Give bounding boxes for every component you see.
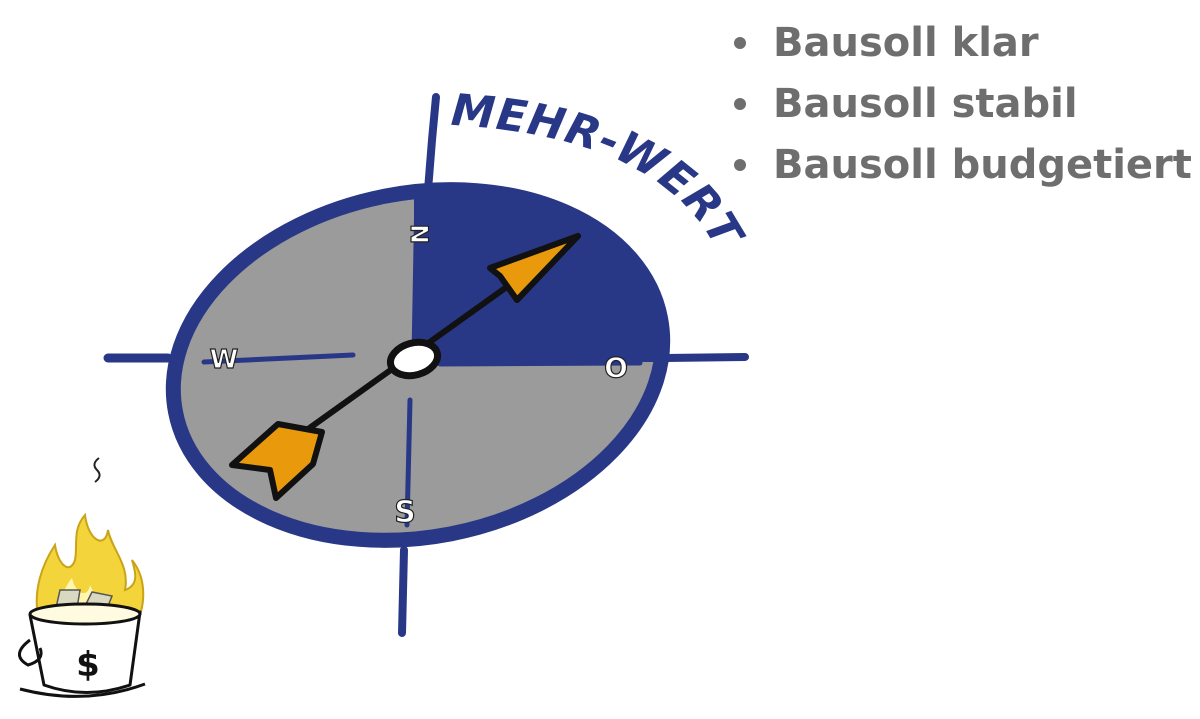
bullet-dot-icon [734,98,746,110]
bullet-item-text: Bausoll stabil [773,81,1078,127]
direction-west: W [210,345,239,375]
bullet-list: Bausoll klar Bausoll stabil Bausoll budg… [734,12,1192,195]
bucket-icon: $ [19,604,145,696]
bullet-item-text: Bausoll klar [773,20,1039,66]
bullet-dot-icon [734,159,746,171]
bullet-dot-icon [734,37,746,49]
bullet-item: Bausoll budgetiert [734,134,1192,195]
bullet-item: Bausoll klar [734,12,1192,73]
smoke-squiggle [94,458,99,482]
bullet-item-text: Bausoll budgetiert [773,142,1192,188]
burning-money-bucket: $ [19,458,145,696]
currency-symbol: $ [76,645,100,685]
bullet-item: Bausoll stabil [734,73,1192,134]
direction-east: O [604,351,628,384]
direction-south: S [394,495,416,530]
direction-north: N [405,224,433,244]
